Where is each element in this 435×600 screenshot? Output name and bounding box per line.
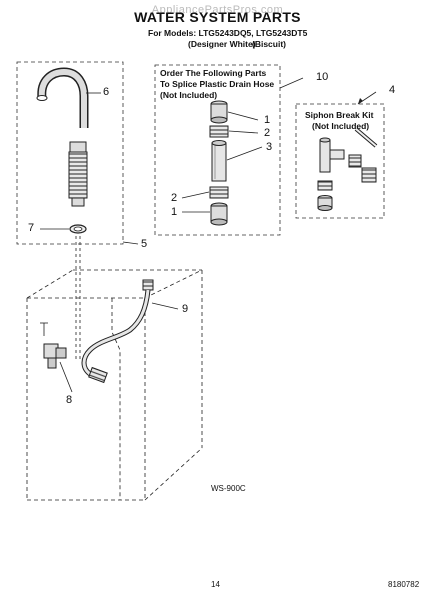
- page-number: 14: [211, 580, 220, 589]
- callout-3: 3: [266, 141, 273, 153]
- ribbed-coupling: [68, 141, 88, 207]
- watermark: AppliancePartsPros.com: [151, 4, 284, 16]
- leader-8: [59, 361, 73, 393]
- leader-9: [151, 302, 179, 310]
- callout-2-top: 2: [264, 127, 271, 139]
- variant-biscuit: (Biscuit): [252, 39, 286, 49]
- callout-7: 7: [28, 222, 35, 234]
- leader-1-top: [227, 111, 259, 121]
- page-title: WATER SYSTEM PARTS: [134, 9, 301, 25]
- leader-3: [226, 146, 263, 161]
- drain-connector: [40, 322, 67, 369]
- callout-5: 5: [141, 238, 148, 250]
- callout-2-bottom: 2: [171, 192, 178, 204]
- leader-2-top: [228, 130, 259, 134]
- variant-designer-white: (Designer White): [188, 39, 256, 49]
- leader-5: [122, 241, 139, 245]
- splice-parts-stack: [209, 100, 229, 226]
- leader-10: [279, 77, 304, 89]
- callout-1-top: 1: [264, 114, 271, 126]
- standpipe-group-box: [16, 61, 124, 245]
- siphon-kit-box: [295, 103, 385, 219]
- splice-box-line-3: (Not Included): [160, 90, 218, 100]
- siphon-kit-parts: [317, 127, 378, 211]
- splice-box-line-1: Order The Following Parts: [160, 68, 267, 78]
- callout-4: 4: [389, 84, 396, 96]
- callout-9: 9: [182, 303, 189, 315]
- splice-box-line-2: To Splice Plastic Drain Hose: [160, 79, 275, 89]
- callout-6: 6: [103, 86, 110, 98]
- washer-cabinet: [26, 269, 203, 501]
- hose-clamp: [69, 224, 87, 234]
- models-line: For Models: LTG5243DQ5, LTG5243DT5: [148, 28, 308, 38]
- callout-10: 10: [316, 71, 329, 83]
- leader-2-bottom: [181, 191, 210, 199]
- callout-1-bottom: 1: [171, 206, 178, 218]
- siphon-box-line-2: (Not Included): [312, 121, 370, 131]
- splice-parts-box: [154, 64, 281, 236]
- drain-hose-hook: [36, 67, 89, 128]
- figure-code: WS-900C: [211, 484, 246, 493]
- part-number: 8180782: [388, 580, 420, 589]
- callout-8: 8: [66, 394, 73, 406]
- siphon-box-line-1: Siphon Break Kit: [305, 110, 374, 120]
- inlet-hose: [81, 279, 154, 384]
